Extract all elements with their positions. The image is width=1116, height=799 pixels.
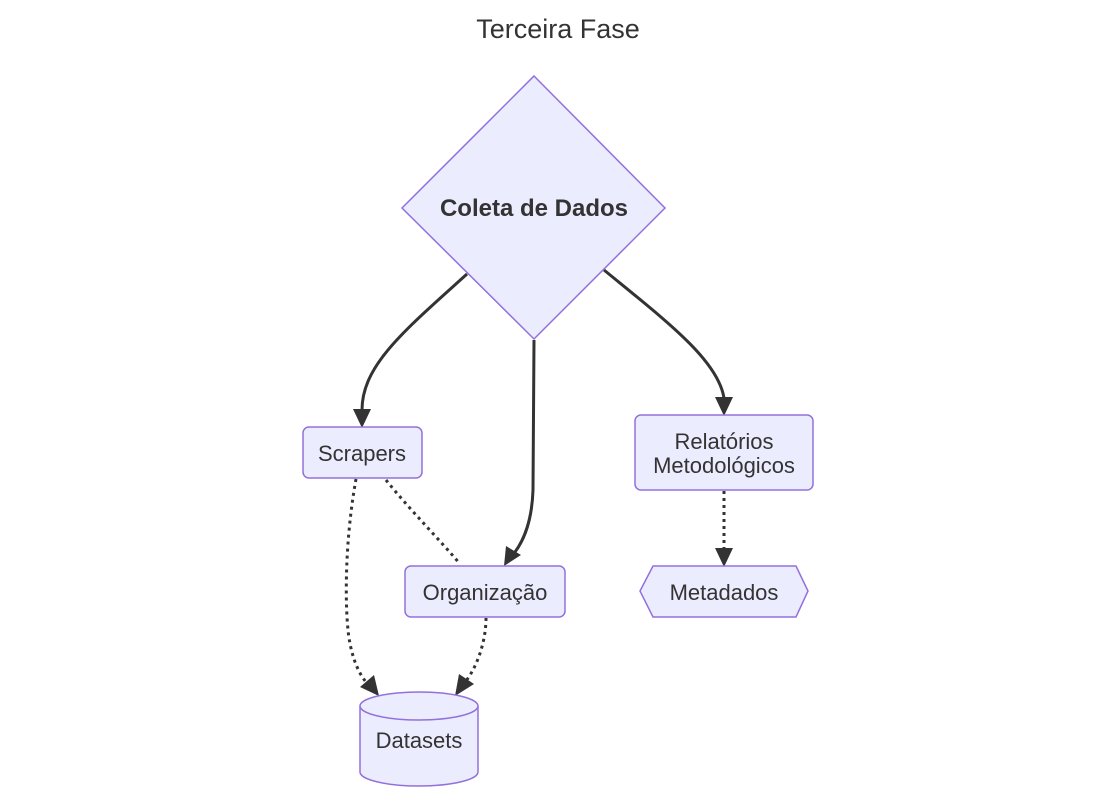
edge-scrapers-to-organizacao bbox=[384, 479, 462, 565]
node-relatorios-metodologicos-label-line2: Metodológicos bbox=[653, 453, 795, 478]
edge-scrapers-to-datasets bbox=[344, 478, 368, 683]
edge-coleta-to-organizacao-arrowhead bbox=[504, 546, 521, 566]
node-coleta-de-dados[interactable]: Coleta de Dados bbox=[400, 74, 667, 341]
diagram-title: Terceira Fase bbox=[476, 14, 640, 44]
node-datasets[interactable]: Datasets bbox=[359, 691, 479, 787]
node-scrapers-label: Scrapers bbox=[318, 441, 406, 466]
node-metadados-label: Metadados bbox=[670, 580, 779, 605]
node-scrapers-shape bbox=[302, 426, 423, 479]
node-metadados[interactable]: Metadados bbox=[639, 565, 809, 618]
node-relatorios-metodologicos[interactable]: Relatórios Metodológicos bbox=[634, 414, 814, 491]
edge-coleta-to-relatorios bbox=[603, 268, 726, 399]
node-organizacao-label: Organização bbox=[423, 580, 548, 605]
edge-coleta-to-relatorios-arrowhead bbox=[715, 397, 733, 416]
node-coleta-de-dados-label: Coleta de Dados bbox=[440, 195, 628, 222]
node-relatorios-metodologicos-label-line1: Relatórios bbox=[674, 429, 773, 454]
edge-relatorios-to-metadados-arrowhead bbox=[715, 548, 733, 567]
edge-organizacao-to-datasets-arrowhead bbox=[455, 674, 474, 696]
node-organizacao-shape bbox=[404, 565, 566, 618]
node-datasets-label: Datasets bbox=[376, 728, 463, 753]
node-relatorios-metodologicos-shape bbox=[634, 414, 814, 491]
node-organizacao[interactable]: Organização bbox=[404, 565, 566, 618]
edge-organizacao-to-datasets bbox=[464, 617, 488, 682]
edge-coleta-to-scrapers-arrowhead bbox=[353, 409, 371, 428]
node-scrapers[interactable]: Scrapers bbox=[302, 426, 423, 479]
edge-scrapers-to-datasets-arrowhead bbox=[360, 675, 379, 696]
edge-coleta-to-organizacao bbox=[513, 339, 536, 553]
node-coleta-de-dados-shape bbox=[400, 74, 667, 341]
node-datasets-top-rim bbox=[359, 705, 479, 721]
edge-coleta-to-scrapers bbox=[360, 272, 469, 411]
edges-layer bbox=[344, 268, 733, 696]
node-metadados-shape bbox=[639, 565, 809, 618]
